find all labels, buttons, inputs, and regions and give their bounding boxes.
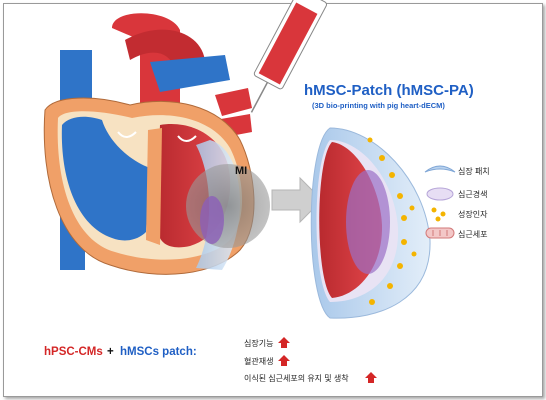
patch-subtitle: (3D bio-printing with pig heart-dECM) xyxy=(312,101,445,110)
up-arrow-icon xyxy=(365,372,377,383)
caption-plus: + xyxy=(107,346,114,358)
caption-hpsc-cms: hPSC-CMs xyxy=(44,346,103,358)
cardiomyocyte-icon xyxy=(425,227,455,239)
up-arrow-icon xyxy=(278,337,290,348)
pulmonary-artery xyxy=(150,55,230,92)
legend-label-infarct: 심근경색 xyxy=(458,190,488,199)
legend-label-patch: 심장 패치 xyxy=(458,167,490,176)
effect-label-cell-retention: 이식된 심근세포의 유지 및 생착 xyxy=(244,374,349,383)
right-ventricle xyxy=(61,116,150,241)
growth-factor-dots-icon xyxy=(431,207,446,222)
effect-label-vascular-regeneration: 혈관재생 xyxy=(244,357,274,366)
mi-label: MI xyxy=(235,165,248,177)
patch-arc-icon xyxy=(424,165,456,173)
legend-icons xyxy=(424,165,456,239)
syringe-illustration xyxy=(250,0,327,113)
patch-title: hMSC-Patch (hMSC-PA) xyxy=(304,82,474,99)
mi-region xyxy=(186,164,270,248)
infarct-oval-icon xyxy=(426,187,454,201)
up-arrow-icon xyxy=(278,355,290,366)
legend-label-growth-factor: 성장인자 xyxy=(458,210,488,219)
effect-arrows xyxy=(278,337,377,383)
legend-label-cardiomyocyte: 심근세포 xyxy=(458,230,488,239)
caption-hmscs-patch: hMSCs patch: xyxy=(120,346,197,358)
effect-label-cardiac-function: 심장기능 xyxy=(244,339,274,348)
patch-cross-section xyxy=(310,127,431,319)
